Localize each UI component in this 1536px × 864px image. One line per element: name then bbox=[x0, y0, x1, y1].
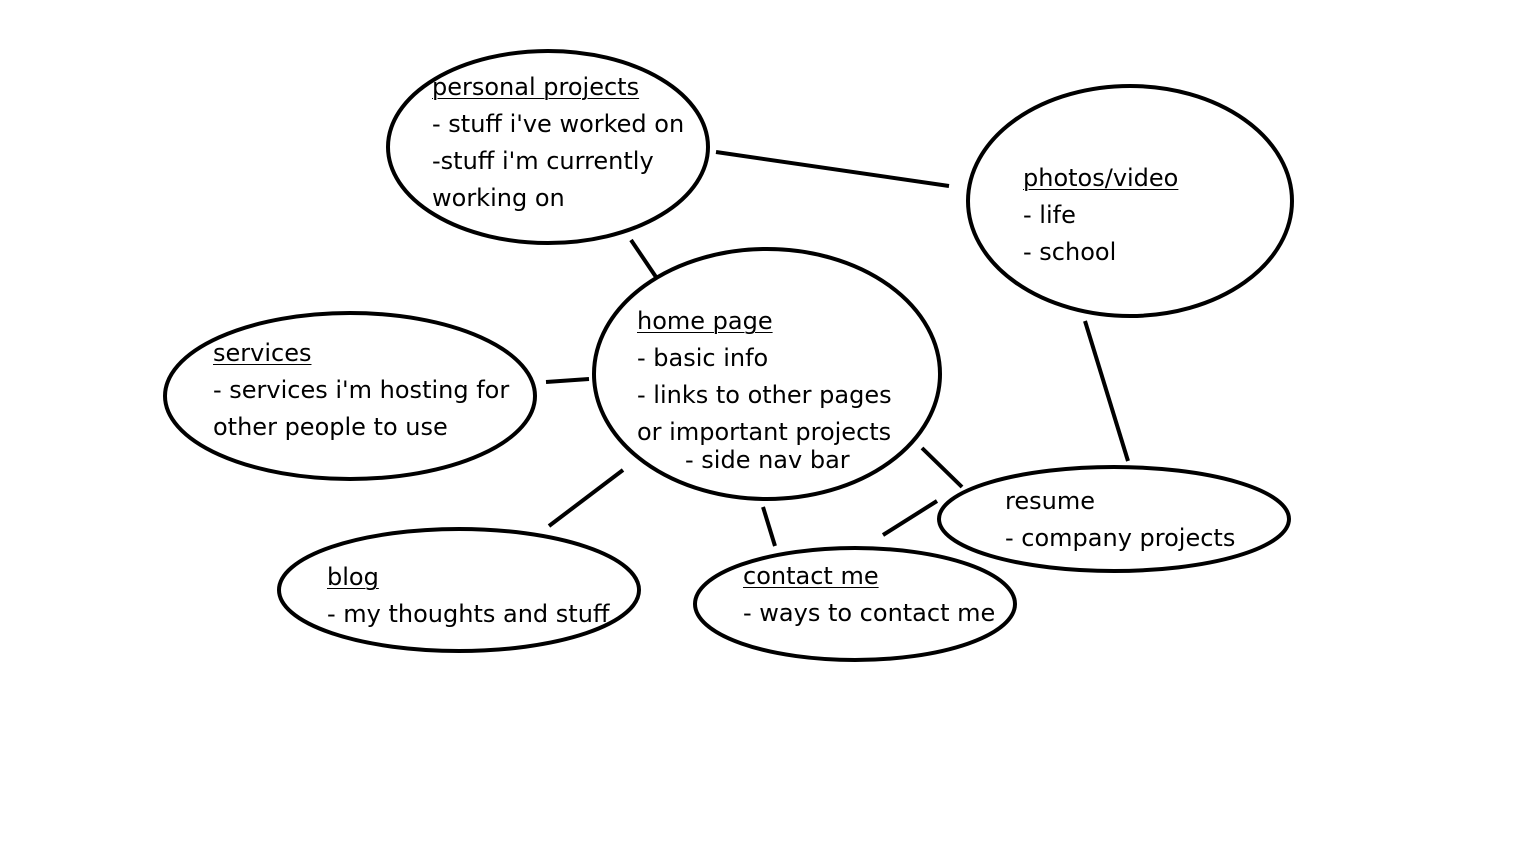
node-resume-ellipse bbox=[937, 465, 1291, 573]
edge-resume-home bbox=[920, 446, 964, 489]
edge-personal-projects-home bbox=[629, 238, 658, 279]
node-line: - basic info bbox=[637, 344, 769, 372]
node-title: services bbox=[213, 339, 312, 367]
node-line: - my thoughts and stuff bbox=[327, 600, 610, 628]
node-personal-projects: personal projects - stuff i've worked on… bbox=[432, 69, 684, 217]
node-title: personal projects bbox=[432, 73, 640, 101]
node-photos-video-ellipse bbox=[966, 84, 1294, 318]
node-contact-me-ellipse bbox=[693, 546, 1017, 662]
node-line: - school bbox=[1023, 238, 1117, 266]
node-title: contact me bbox=[743, 562, 879, 590]
node-line: - life bbox=[1023, 201, 1076, 229]
node-title: home page bbox=[637, 307, 773, 335]
node-line: - services i'm hosting for bbox=[213, 376, 510, 404]
node-personal-projects-ellipse bbox=[386, 49, 710, 245]
node-title: resume bbox=[1005, 487, 1095, 515]
node-blog: blog - my thoughts and stuff bbox=[327, 559, 609, 633]
edge-contact-resume bbox=[881, 499, 939, 537]
node-blog-ellipse bbox=[277, 527, 641, 653]
node-line: working on bbox=[432, 184, 565, 212]
edge-personal-projects-photos bbox=[715, 150, 950, 188]
node-line: - stuff i've worked on bbox=[432, 110, 685, 138]
node-services-ellipse bbox=[163, 311, 537, 481]
edge-services-home bbox=[545, 377, 590, 384]
node-resume: resume - company projects bbox=[1005, 483, 1235, 557]
node-home-page: home page - basic info - links to other … bbox=[637, 303, 892, 479]
edge-blog-home bbox=[547, 468, 625, 528]
node-services: services - services i'm hosting for othe… bbox=[213, 335, 509, 446]
node-line: - ways to contact me bbox=[743, 599, 996, 627]
node-contact-me: contact me - ways to contact me bbox=[743, 558, 995, 632]
node-line: other people to use bbox=[213, 413, 448, 441]
node-line: - company projects bbox=[1005, 524, 1236, 552]
node-title: photos/video bbox=[1023, 164, 1179, 192]
node-photos-video: photos/video - life - school bbox=[1023, 160, 1178, 271]
node-home-page-ellipse bbox=[592, 247, 942, 501]
edge-photos-resume bbox=[1083, 320, 1130, 462]
node-line: - links to other pages bbox=[637, 381, 892, 409]
node-line: -stuff i'm currently bbox=[432, 147, 654, 175]
edge-contact-home bbox=[761, 506, 777, 547]
node-line: - side nav bar bbox=[685, 446, 850, 474]
node-title: blog bbox=[327, 563, 379, 591]
node-line: or important projects bbox=[637, 418, 892, 446]
